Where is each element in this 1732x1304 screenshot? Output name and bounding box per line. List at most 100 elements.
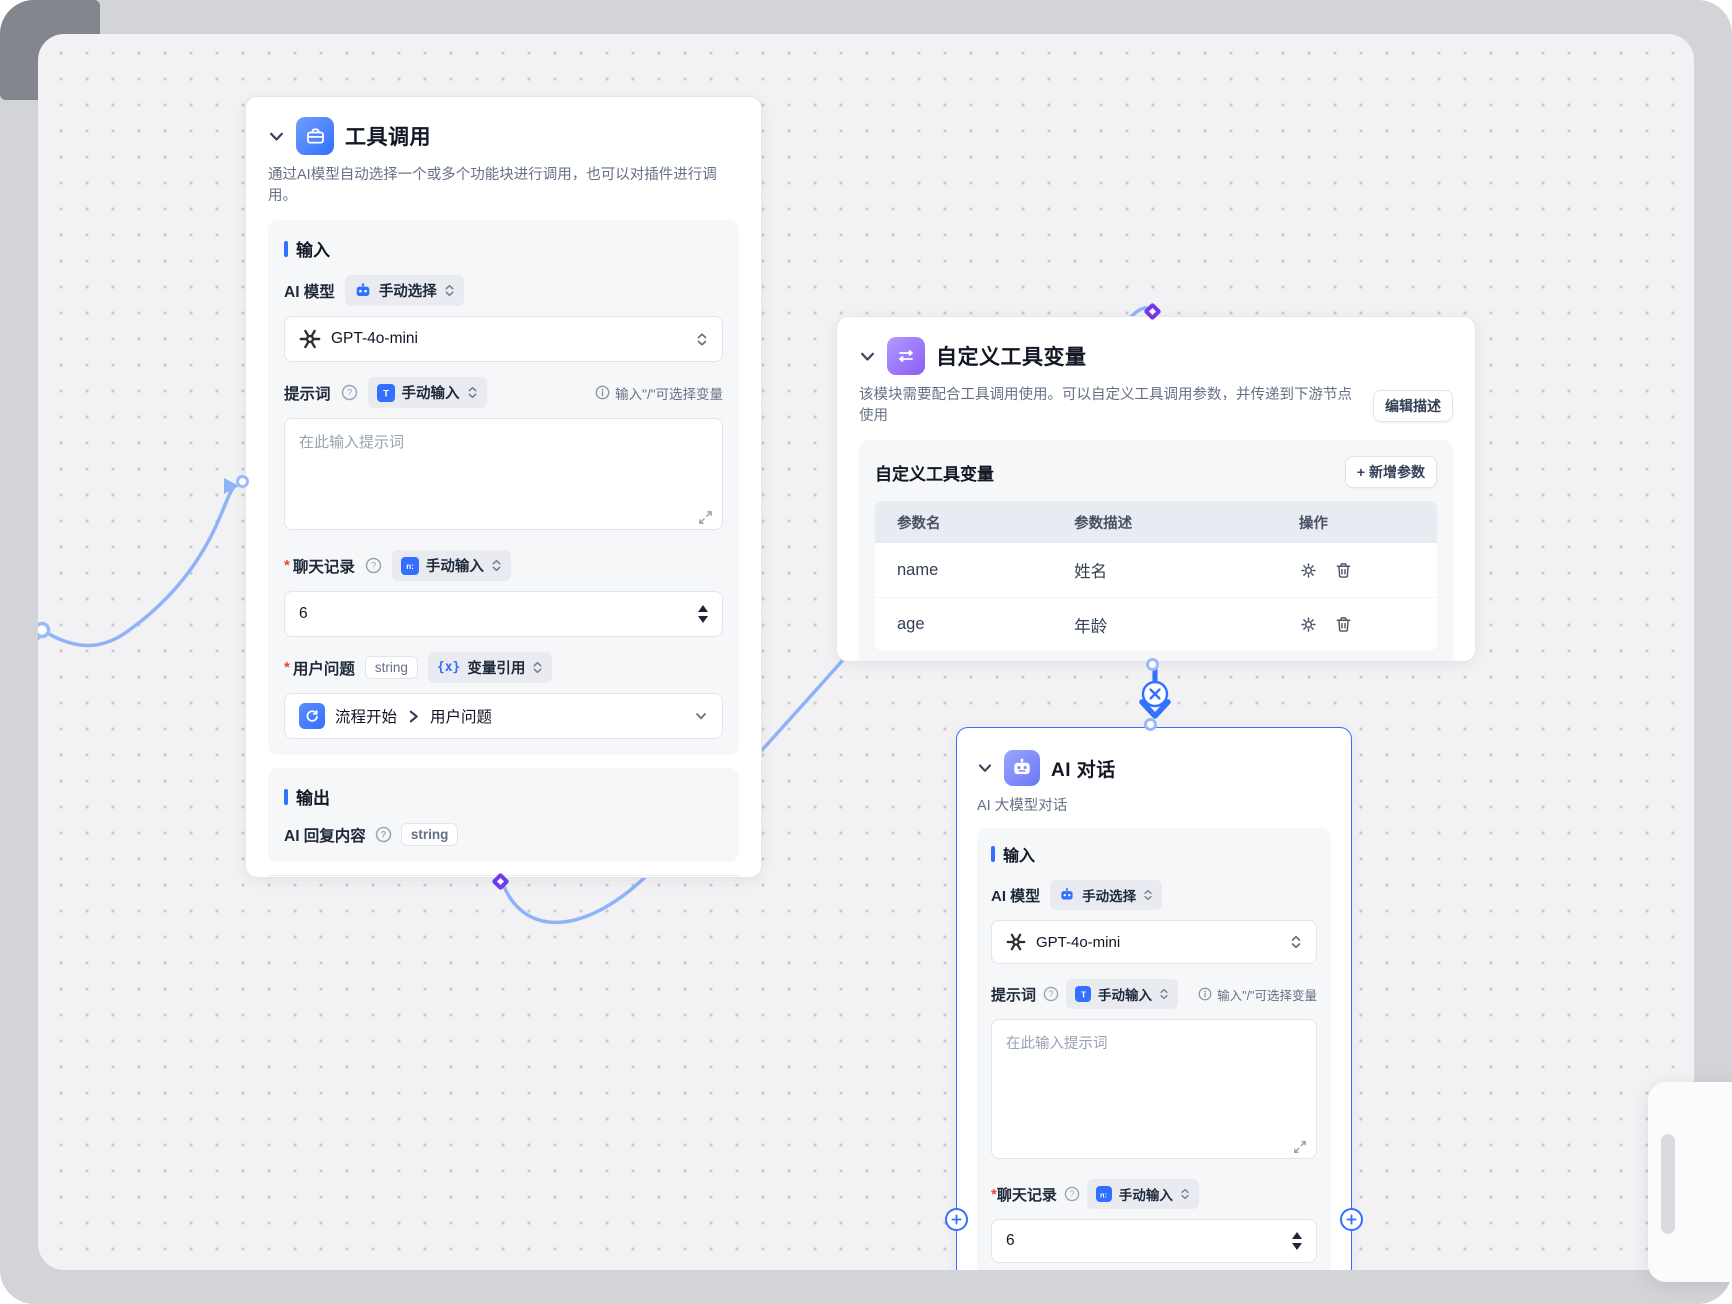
- number-stepper[interactable]: [1292, 1232, 1302, 1250]
- section-title: 输入: [296, 241, 330, 261]
- node-description: 通过AI模型自动选择一个或多个功能块进行调用，也可以对插件进行调用。: [268, 167, 717, 205]
- help-icon[interactable]: ?: [1064, 1186, 1080, 1202]
- scrollbar-pill[interactable]: [1661, 1134, 1675, 1234]
- svg-text:?: ?: [1069, 1189, 1074, 1199]
- variable-ref-icon: {x}: [436, 660, 461, 676]
- info-icon: [595, 385, 610, 400]
- plus-icon: [951, 1214, 962, 1225]
- svg-text:T: T: [1080, 989, 1086, 999]
- dataset-icon: n:: [1095, 1186, 1112, 1202]
- params-table: 参数名 参数描述 操作 name 姓名: [875, 501, 1437, 652]
- chat-top-handle[interactable]: [1144, 718, 1157, 731]
- node-subtitle: AI 大模型对话: [977, 798, 1068, 814]
- prompt-label: 提示词: [284, 385, 331, 403]
- info-icon: [1198, 987, 1212, 1001]
- node-custom-vars[interactable]: 自定义工具变量 该模块需要配合工具调用使用。可以自定义工具调用参数，并传递到下游…: [836, 302, 1476, 671]
- ai-model-label: AI 模型: [991, 887, 1041, 905]
- model-select[interactable]: GPT-4o-mini: [284, 316, 723, 363]
- add-param-button[interactable]: + 新增参数: [1344, 456, 1437, 489]
- edge-left-to-tool: [40, 484, 237, 648]
- required-mark: *: [284, 557, 290, 575]
- updown-icon: [1291, 935, 1301, 949]
- history-mode-badge[interactable]: n: 手动输入: [1086, 1179, 1199, 1209]
- gear-icon[interactable]: [1299, 561, 1318, 580]
- step-down-icon[interactable]: [698, 616, 708, 624]
- node-title: 自定义工具变量: [936, 346, 1087, 369]
- required-mark: *: [284, 659, 290, 677]
- help-icon[interactable]: ?: [341, 384, 358, 401]
- plus-icon: [1346, 1214, 1357, 1225]
- svg-text:n:: n:: [406, 562, 414, 571]
- prompt-hint: 输入"/"可选择变量: [615, 386, 723, 402]
- number-stepper[interactable]: [698, 605, 708, 624]
- collapse-icon[interactable]: [977, 760, 993, 776]
- table-header: 参数名 参数描述 操作: [875, 501, 1437, 544]
- input-section: 输入 AI 模型 手动选择 GPT-4o-mini: [268, 220, 739, 756]
- section-bar: [284, 788, 288, 805]
- question-ref-select[interactable]: 流程开始 用户问题: [284, 693, 723, 740]
- history-mode-badge[interactable]: n: 手动输入: [391, 550, 511, 582]
- ai-model-label: AI 模型: [284, 283, 335, 301]
- edit-description-button[interactable]: 编辑描述: [1373, 390, 1453, 423]
- vars-bottom-handle[interactable]: [1146, 658, 1159, 671]
- node-ai-chat[interactable]: AI 对话 AI 大模型对话 输入 AI 模型 手动选择: [945, 718, 1363, 1270]
- section-title: 输出: [296, 789, 330, 809]
- svg-text:?: ?: [371, 561, 376, 572]
- prompt-label: 提示词: [991, 986, 1037, 1004]
- step-down-icon[interactable]: [1292, 1243, 1302, 1250]
- step-up-icon[interactable]: [698, 605, 708, 613]
- expand-icon[interactable]: [698, 510, 713, 525]
- section-title: 输入: [1003, 848, 1036, 865]
- updown-icon: [533, 661, 542, 674]
- panel-title: 自定义工具变量: [875, 464, 994, 484]
- svg-text:?: ?: [380, 830, 386, 841]
- collapse-icon[interactable]: [859, 348, 876, 365]
- trash-icon[interactable]: [1334, 561, 1353, 580]
- updown-icon: [468, 386, 477, 399]
- prompt-textarea[interactable]: [284, 418, 723, 531]
- required-mark: *: [991, 1185, 997, 1203]
- table-row: age 年龄: [875, 597, 1437, 652]
- help-icon[interactable]: ?: [375, 826, 392, 843]
- chat-left-handle[interactable]: [945, 1208, 968, 1231]
- svg-text:?: ?: [1049, 989, 1054, 999]
- collapse-icon[interactable]: [268, 128, 285, 145]
- history-number-input[interactable]: [284, 591, 723, 638]
- prompt-mode-badge[interactable]: T 手动输入: [1066, 979, 1179, 1009]
- trash-icon[interactable]: [1334, 615, 1353, 634]
- custom-vars-node-icon: [887, 337, 925, 375]
- flow-start-icon: [299, 703, 325, 730]
- input-section: 输入 AI 模型 手动选择 GPT-4o-mini: [977, 828, 1331, 1270]
- step-up-icon[interactable]: [1292, 1232, 1302, 1239]
- help-icon[interactable]: ?: [365, 557, 382, 574]
- ai-model-mode-badge[interactable]: 手动选择: [1050, 880, 1163, 910]
- ai-chat-node-icon: [1004, 750, 1040, 786]
- text-input-icon: T: [376, 383, 395, 402]
- flow-canvas[interactable]: 工具调用 通过AI模型自动选择一个或多个功能块进行调用，也可以对插件进行调用。 …: [38, 34, 1694, 1270]
- node-description: 该模块需要配合工具调用使用。可以自定义工具调用参数，并传递到下游节点使用: [859, 387, 1352, 425]
- reply-label: AI 回复内容: [284, 827, 366, 845]
- updown-icon: [492, 559, 501, 572]
- custom-vars-panel: 自定义工具变量 + 新增参数 参数名 参数描述 操作 name 姓名: [859, 440, 1453, 661]
- history-number-input[interactable]: [991, 1219, 1317, 1263]
- prompt-hint: 输入"/"可选择变量: [1217, 988, 1317, 1003]
- ai-model-mode-badge[interactable]: 手动选择: [344, 275, 464, 307]
- updown-icon: [1144, 889, 1152, 901]
- question-mode-badge[interactable]: {x} 变量引用: [427, 652, 553, 684]
- updown-icon: [1160, 988, 1168, 1000]
- edge-waypoint-handle: [38, 621, 51, 639]
- help-icon[interactable]: ?: [1043, 986, 1059, 1002]
- type-chip: string: [364, 656, 418, 680]
- expand-icon[interactable]: [1293, 1140, 1307, 1154]
- chat-right-handle[interactable]: [1340, 1208, 1363, 1231]
- prompt-textarea[interactable]: [991, 1019, 1317, 1159]
- connector-arrow-icon: [1139, 699, 1171, 719]
- history-label: 聊天记录: [996, 1186, 1057, 1204]
- gear-icon[interactable]: [1299, 615, 1318, 634]
- history-input-handle[interactable]: [236, 475, 249, 488]
- output-section: 输出 AI 回复内容 ? string: [268, 768, 739, 863]
- prompt-mode-badge[interactable]: T 手动输入: [367, 377, 487, 409]
- node-tool-call[interactable]: 工具调用 通过AI模型自动选择一个或多个功能块进行调用，也可以对插件进行调用。 …: [236, 96, 762, 891]
- model-select[interactable]: GPT-4o-mini: [991, 920, 1317, 964]
- chevron-right-icon: [407, 709, 420, 724]
